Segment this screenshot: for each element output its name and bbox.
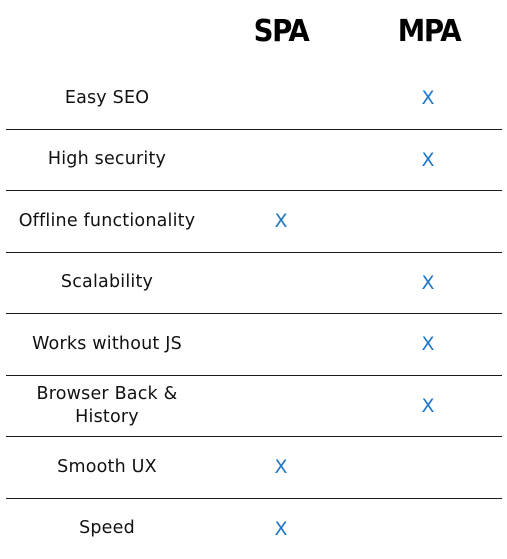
mpa-mark: X: [398, 68, 458, 129]
mpa-column-heading: MPA: [365, 14, 494, 49]
feature-label: Browser Back & History: [6, 376, 208, 437]
feature-label: Works without JS: [6, 314, 208, 375]
spa-mark: [251, 130, 311, 191]
feature-label: Scalability: [6, 253, 208, 314]
spa-mark: [251, 314, 311, 375]
feature-label: Easy SEO: [6, 68, 208, 129]
comparison-header: SPA MPA: [0, 0, 507, 68]
table-row: Offline functionality X: [6, 190, 502, 252]
comparison-table: Easy SEO X High security X Offline funct…: [6, 68, 502, 559]
table-row: High security X: [6, 129, 502, 191]
feature-label: Smooth UX: [6, 437, 208, 498]
mpa-mark: X: [398, 376, 458, 437]
mpa-mark: [398, 499, 458, 559]
table-row: Works without JS X: [6, 313, 502, 375]
spa-mark: [251, 376, 311, 437]
mpa-mark: X: [398, 130, 458, 191]
spa-mark: [251, 68, 311, 129]
feature-label: Speed: [6, 499, 208, 559]
table-row: Scalability X: [6, 252, 502, 314]
feature-label: High security: [6, 130, 208, 191]
table-row: Speed X: [6, 498, 502, 559]
mpa-mark: [398, 191, 458, 252]
feature-label: Offline functionality: [6, 191, 208, 252]
spa-mark: [251, 253, 311, 314]
mpa-mark: [398, 437, 458, 498]
spa-mark: X: [251, 437, 311, 498]
spa-column-heading: SPA: [217, 14, 346, 49]
mpa-mark: X: [398, 253, 458, 314]
table-row: Browser Back & History X: [6, 375, 502, 437]
mpa-mark: X: [398, 314, 458, 375]
spa-mark: X: [251, 191, 311, 252]
spa-mark: X: [251, 499, 311, 559]
table-row: Easy SEO X: [6, 68, 502, 129]
table-row: Smooth UX X: [6, 436, 502, 498]
